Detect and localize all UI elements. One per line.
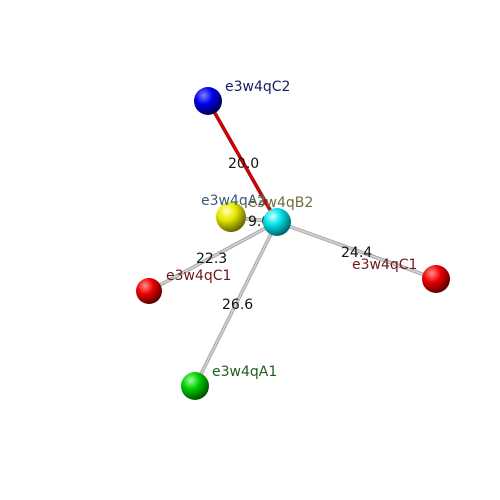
atom-label: e3w4qC1 <box>352 257 417 273</box>
atom-spheres <box>136 87 450 400</box>
bond-edge <box>148 221 278 292</box>
atom-sphere-e3w4qc1 <box>422 265 450 293</box>
bond-distance-label: 24.4 <box>341 245 372 261</box>
bond-lines <box>147 99 438 388</box>
atom-label: e3w4qB2 <box>248 195 313 211</box>
atom-sphere-e3w4qc2 <box>194 87 222 115</box>
atom-sphere-e3w4qc1 <box>136 278 162 304</box>
bond-edge <box>276 221 437 280</box>
bond-edge <box>194 221 278 387</box>
bond-distance-label: 22.3 <box>196 251 227 267</box>
bond-distance-label: 20.0 <box>228 156 259 172</box>
atom-sphere-e3w4qa2 <box>216 202 246 232</box>
atom-label: e3w4qC2 <box>225 79 290 95</box>
atom-label: e3w4qA1 <box>212 364 277 380</box>
atom-sphere-e3w4qa1 <box>181 372 209 400</box>
bond-edge <box>207 100 278 223</box>
atom-label: e3w4qA2 <box>201 193 266 209</box>
bond-distance-label: 26.6 <box>222 297 253 313</box>
atom-label: e3w4qC1 <box>166 268 231 284</box>
atom-sphere-e3w4qb2 <box>263 208 291 236</box>
